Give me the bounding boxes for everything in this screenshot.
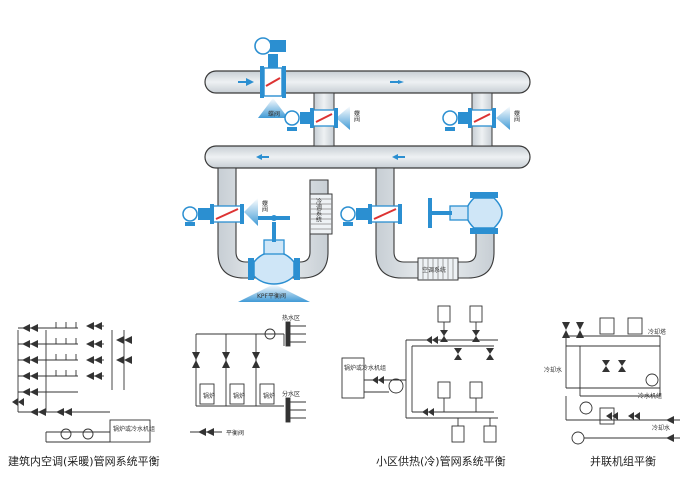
side-label-1: 蝶阀 [353,109,360,123]
cold-water-label: 冷却水 [652,424,670,432]
caption-building: 建筑内空调(采暖)管网系统平衡 [8,455,160,468]
kpf-balance-valve-icon[interactable] [248,215,300,285]
valve-symbols [192,352,260,436]
unit-label-3: 锅炉 [263,392,275,400]
cooling-tower-label: 冷却塔 [648,328,666,336]
boiler-label-3: 锅炉或冷水机组 [344,364,386,372]
riser-valve-icon[interactable] [442,108,496,131]
flow-arrow [238,78,405,160]
caption-parallel: 并联机组平衡 [590,455,656,468]
valve-symbols [562,322,674,442]
valve-symbols [372,330,494,416]
spray-fan [238,284,310,302]
heat-area-label: 热水区 [282,314,300,322]
unit-label-2: 锅炉 [233,392,245,400]
community-system-diagram [341,305,498,443]
side-label-2: 蝶阀 [513,109,520,123]
kpf-label: KPF平衡阀 [257,292,286,300]
loop-valve-icon[interactable] [340,204,402,226]
unit-label-1: 锅炉 [203,392,215,400]
valve-symbols [12,322,132,416]
side-fan [244,198,258,226]
heat-source-diagram [190,321,306,433]
chiller-label: 冷水机组 [638,392,662,400]
butterfly-valve-label: 蝶阀 [268,110,280,118]
parallel-units-diagram [565,317,680,445]
cold-area-label: 分水区 [282,390,300,398]
spray-fan [258,98,288,118]
side-fan [336,106,350,130]
return-pipe [204,145,531,169]
side-fan [496,106,510,130]
left-u-loop [217,167,329,279]
loop-valve-icon[interactable] [182,204,244,226]
supply-pipe [204,70,531,94]
side-label-3: 蝶阀 [261,199,268,213]
boiler-label-1: 锅炉或冷水机组 [113,425,155,433]
balance-valve-label: 平衡阀 [226,429,244,437]
butterfly-valve-icon[interactable] [254,37,286,98]
cooling-water-label: 冷却水 [544,366,562,374]
globe-valve-icon[interactable] [428,192,503,234]
caption-community: 小区供热(冷)管网系统平衡 [376,455,506,468]
cooler-label: 冷调系统 [315,197,322,223]
heater-label: 空调系统 [422,266,446,274]
